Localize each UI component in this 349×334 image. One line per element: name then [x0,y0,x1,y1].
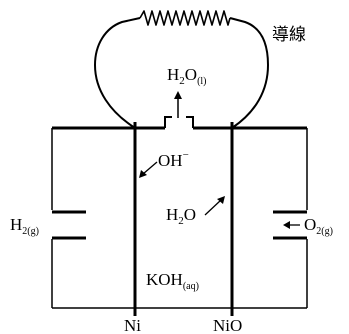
electrolyte-label: KOH(aq) [146,270,199,292]
anode-label: Ni [124,316,141,334]
product-water-label: H2O(l) [167,65,207,87]
vent-left [164,116,172,128]
water-arrowhead-icon [217,196,225,204]
wire-label: 導線 [272,25,306,45]
vent-right [186,116,194,128]
cathode-label: NiO [213,316,242,334]
resistor-zigzag [139,10,231,26]
oxygen-gas-label: O2(g) [304,215,333,237]
hydroxide-label: OH− [158,149,189,170]
hydroxide-arrow [142,161,158,175]
hydrogen-gas-label: H2(g) [10,215,39,237]
oxygen-arrowhead-icon [283,221,290,229]
external-wire [93,17,141,129]
water-arrow [204,199,222,216]
product-arrowhead-icon [174,91,182,99]
hydroxide-arrowhead-icon [139,170,147,178]
external-wire-right [229,17,270,129]
water-label: H2O [166,205,196,227]
